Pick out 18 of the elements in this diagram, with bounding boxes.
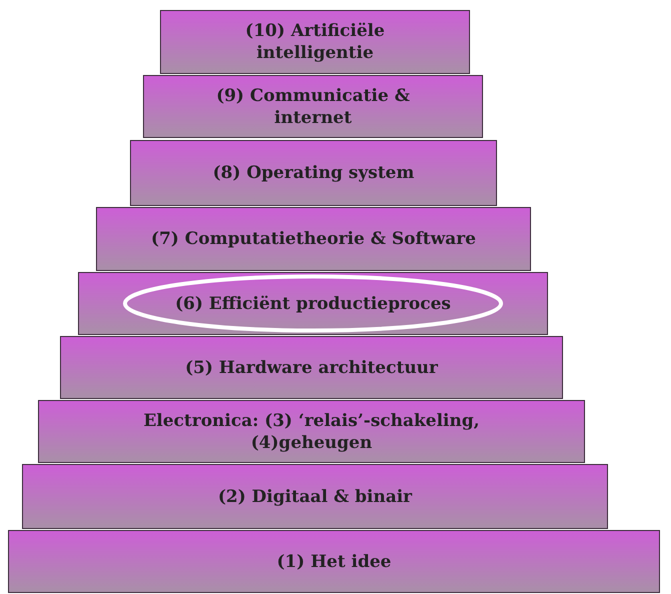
step-label: (8) Operating system: [212, 162, 414, 184]
step-label: (6) Efficiënt productieproces: [175, 292, 451, 314]
pyramid-step: [160, 10, 470, 74]
step-label: (7) Computatietheorie & Software: [151, 228, 476, 250]
step-label: Electronica: (3) ‘relais’-schakeling, (4)geheugen: [142, 410, 481, 454]
step-label: (9) Communicatie & internet: [215, 84, 411, 128]
pyramid-step: [38, 400, 585, 463]
pyramid-step: [130, 140, 497, 206]
pyramid-step: [8, 530, 660, 593]
step-label: (5) Hardware architectuur: [185, 356, 438, 378]
step-label: (2) Digitaal & binair: [218, 486, 412, 508]
step-label: (1) Het idee: [276, 550, 392, 572]
step-label: (10) Artificiële intelligentie: [244, 20, 386, 64]
pyramid-step: [78, 272, 548, 335]
pyramid-step: [143, 75, 483, 138]
pyramid-step: [60, 336, 563, 399]
pyramid-step: [96, 207, 531, 271]
pyramid-step: [22, 464, 608, 529]
